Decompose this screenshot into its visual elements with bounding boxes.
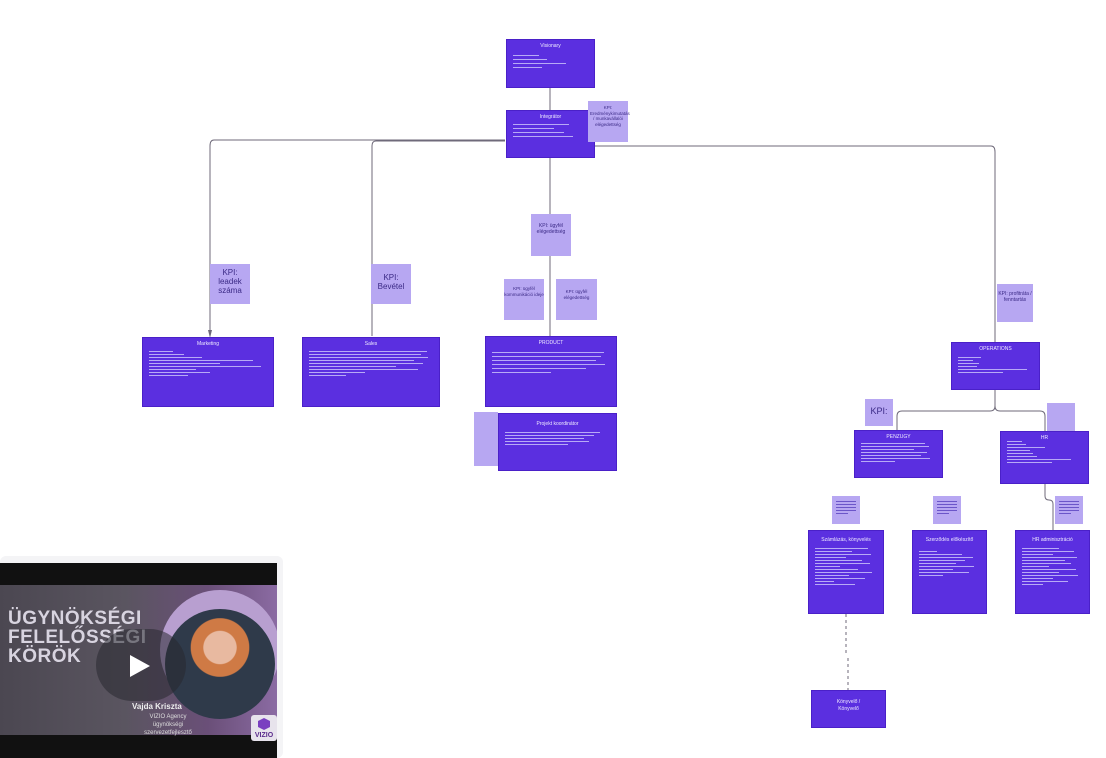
- node-title: Visionary: [540, 43, 561, 49]
- placeholder-text: [149, 351, 267, 378]
- connector-operations-hr: [994, 405, 1046, 431]
- node-title: Integrátor: [539, 114, 562, 120]
- node-sales[interactable]: Sales: [302, 337, 440, 407]
- kpi-sticky-sales[interactable]: KPI: Bevétel: [371, 264, 411, 304]
- connector-integrator-operations: [595, 145, 996, 342]
- node-title: Szerződés előkészítő: [925, 537, 974, 543]
- video-embed-card[interactable]: ÜGYNÖKSÉGI FELELŐSSÉGI KÖRÖK Vajda Krisz…: [0, 556, 283, 758]
- node-konyvelo[interactable]: Könyvelő / Könyvelő: [811, 690, 886, 728]
- sticky-szerzodes[interactable]: [933, 496, 961, 524]
- connector-hr-hradmin: [1044, 484, 1054, 530]
- kpi-sticky-product-left[interactable]: KPI: ügyfél kommunikáció ideje: [504, 279, 544, 320]
- node-title: Könyvelő / Könyvelő: [836, 699, 861, 712]
- placeholder-text: [919, 551, 980, 578]
- placeholder-text: [513, 55, 588, 71]
- kpi-sticky-penzugy[interactable]: KPI:: [865, 399, 893, 426]
- placeholder-text: [492, 352, 610, 376]
- kpi-sticky-integrator[interactable]: KPI: Eredménykimutatás / munkavállalói e…: [588, 101, 630, 142]
- node-integrator[interactable]: Integrátor: [506, 110, 595, 158]
- kpi-sticky-marketing[interactable]: KPI: leadek száma: [210, 264, 250, 304]
- kpi-sticky-product-right[interactable]: KPI: ügyfél elégedettség: [556, 279, 597, 320]
- node-title: Számlázás, könyvelés: [821, 537, 871, 543]
- connector-integrator-marketing: [209, 139, 505, 336]
- node-title: PÉNZÜGY: [886, 434, 911, 440]
- node-title: HR: [1040, 435, 1049, 441]
- kpi-sticky-operations[interactable]: KPI: profitráta / fenntartás: [997, 284, 1033, 322]
- placeholder-text: [505, 432, 610, 447]
- sticky-szamlazas[interactable]: [832, 496, 860, 524]
- node-marketing[interactable]: Marketing: [142, 337, 274, 407]
- sticky-projekt-side[interactable]: [474, 412, 498, 466]
- node-penzugy[interactable]: PÉNZÜGY: [854, 430, 943, 478]
- sticky-hr[interactable]: [1047, 403, 1075, 434]
- node-title: Sales: [364, 341, 378, 347]
- node-szamlazas-konyveles[interactable]: Számlázás, könyvelés: [808, 530, 884, 614]
- placeholder-text: [815, 548, 877, 587]
- node-title: Marketing: [197, 341, 219, 347]
- presenter-name: Vajda Kriszta: [132, 702, 182, 711]
- hexagon-icon: [258, 718, 270, 730]
- node-visionary[interactable]: Visionary: [506, 39, 595, 88]
- node-hr-adminisztracio[interactable]: HR adminisztráció: [1015, 530, 1090, 614]
- connector-szamlazas-konyvelo: [845, 614, 849, 690]
- play-icon[interactable]: [130, 655, 150, 677]
- kpi-sticky-product-main[interactable]: KPI: ügyfél elégedettség: [531, 214, 571, 256]
- node-title: PRODUCT: [538, 340, 564, 346]
- node-title: Projekt koordinátor: [536, 421, 579, 427]
- node-projekt-koordinator[interactable]: Projekt koordinátor: [498, 413, 617, 471]
- placeholder-text: [513, 124, 588, 140]
- placeholder-text: [309, 351, 433, 378]
- presenter-role: VIZIO Agency ügynökségi szervezetfejlesz…: [144, 714, 192, 736]
- placeholder-text: [861, 443, 936, 464]
- connector-operations-penzugy: [896, 390, 996, 430]
- vizio-logo: VIZIO: [251, 715, 277, 741]
- placeholder-text: [1022, 548, 1083, 587]
- node-title: HR adminisztráció: [1032, 537, 1073, 543]
- video-player[interactable]: ÜGYNÖKSÉGI FELELŐSSÉGI KÖRÖK Vajda Krisz…: [0, 563, 277, 758]
- connector-integrator-sales: [371, 140, 505, 336]
- node-hr[interactable]: HR: [1000, 431, 1089, 484]
- node-title: OPERATIONS: [979, 346, 1012, 352]
- placeholder-text: [958, 357, 1033, 375]
- placeholder-text: [1007, 441, 1082, 465]
- node-operations[interactable]: OPERATIONS: [951, 342, 1040, 390]
- sticky-hr-admin[interactable]: [1055, 496, 1083, 524]
- node-product[interactable]: PRODUCT: [485, 336, 617, 407]
- node-szerzodes-elokeszito[interactable]: Szerződés előkészítő: [912, 530, 987, 614]
